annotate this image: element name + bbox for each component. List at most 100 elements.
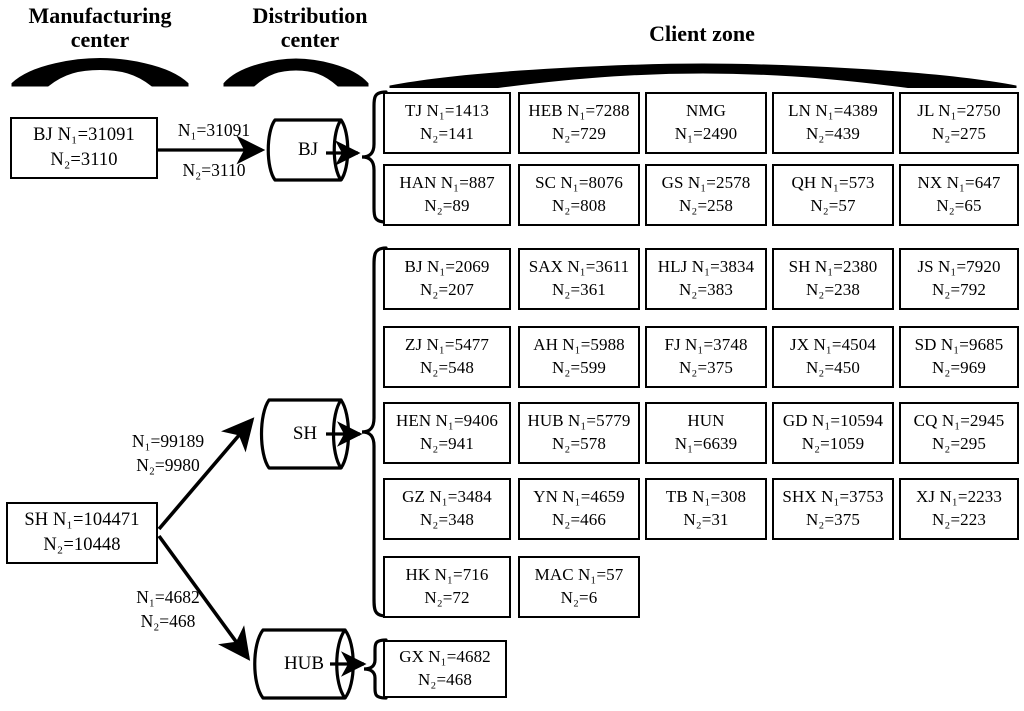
header-manufacturing-line1: Manufacturing — [28, 3, 172, 28]
client-box-qh[interactable]: QH N₁=573 N₂=57 — [772, 164, 894, 226]
client-box-heb[interactable]: HEB N₁=7288 N₂=729 — [518, 92, 640, 154]
client-box-sc[interactable]: SC N₁=8076 N₂=808 — [518, 164, 640, 226]
client-box-ah-line1: AH N₁=5988 — [533, 335, 625, 355]
client-brace-hub — [363, 638, 388, 700]
edge-label-bj-to-bj-n2: N₂=3110 — [182, 159, 246, 180]
client-box-gd-line1: GD N₁=10594 — [782, 411, 884, 431]
edge-label-sh-to-hub: N₁=4682 N₂=468 — [108, 586, 228, 633]
manufacturing-header-brace — [11, 57, 189, 87]
client-box-yn-line1: YN N₁=4659 — [533, 487, 625, 507]
manufacturing-box-bj[interactable]: BJ N₁=31091 N₂=3110 — [10, 117, 158, 179]
client-box-tb-line2: N₂=31 — [683, 510, 729, 529]
client-box-hen[interactable]: HEN N₁=9406 N₂=941 — [383, 402, 511, 464]
client-box-han[interactable]: HAN N₁=887 N₂=89 — [383, 164, 511, 226]
client-box-tj-line2: N₂=141 — [420, 124, 474, 143]
header-manufacturing-line2: center — [70, 27, 130, 53]
client-box-nx-line1: NX N₁=647 — [917, 173, 1001, 193]
client-box-ah[interactable]: AH N₁=5988 N₂=599 — [518, 326, 640, 388]
client-box-gx[interactable]: GX N₁=4682 N₂=468 — [383, 640, 507, 698]
client-box-sd[interactable]: SD N₁=9685 N₂=969 — [899, 326, 1019, 388]
client-box-fj-line2: N₂=375 — [679, 358, 733, 377]
client-box-fj-line1: FJ N₁=3748 — [664, 335, 748, 355]
client-box-nx[interactable]: NX N₁=647 N₂=65 — [899, 164, 1019, 226]
client-box-gs-line1: GS N₁=2578 — [661, 173, 751, 193]
client-box-hun[interactable]: HUN N₁=6639 — [645, 402, 767, 464]
header-client-zone-label: Client zone — [649, 21, 755, 46]
client-box-ln-line2: N₂=439 — [806, 124, 860, 143]
client-box-gx-line2: N₂=468 — [418, 670, 472, 689]
client-box-cq-line2: N₂=295 — [932, 434, 986, 453]
edge-label-bj-to-bj: N₁=31091 N₂=3110 — [158, 119, 270, 182]
client-box-gs[interactable]: GS N₁=2578 N₂=258 — [645, 164, 767, 226]
client-box-sax-line2: N₂=361 — [552, 280, 606, 299]
client-box-sax-line1: SAX N₁=3611 — [528, 257, 630, 277]
client-box-xj-line2: N₂=223 — [932, 510, 986, 529]
client-box-shx-line2: N₂=375 — [806, 510, 860, 529]
client-box-shx[interactable]: SHX N₁=3753 N₂=375 — [772, 478, 894, 540]
client-brace-sh — [361, 246, 388, 618]
client-box-js-line2: N₂=792 — [932, 280, 986, 299]
client-box-fj[interactable]: FJ N₁=3748 N₂=375 — [645, 326, 767, 388]
client-box-tb[interactable]: TB N₁=308 N₂=31 — [645, 478, 767, 540]
arrow-sh-to-dc-hub — [157, 534, 251, 661]
client-box-hlj[interactable]: HLJ N₁=3834 N₂=383 — [645, 248, 767, 310]
client-box-shx-line1: SHX N₁=3753 — [782, 487, 884, 507]
edge-label-sh-to-hub-n1: N₁=4682 — [136, 587, 200, 607]
client-box-gd[interactable]: GD N₁=10594 N₂=1059 — [772, 402, 894, 464]
client-box-hun-line1: HUN — [687, 411, 725, 431]
client-box-nmg[interactable]: NMG N₁=2490 — [645, 92, 767, 154]
edge-label-sh-to-sh-n2: N₂=9980 — [136, 454, 200, 475]
client-box-nmg-line2: N₁=2490 — [674, 124, 738, 143]
manufacturing-box-sh[interactable]: SH N₁=104471 N₂=10448 — [6, 502, 158, 564]
header-distribution-line2: center — [280, 27, 340, 53]
client-box-tb-line1: TB N₁=308 — [665, 487, 747, 507]
client-box-cq[interactable]: CQ N₁=2945 N₂=295 — [899, 402, 1019, 464]
client-box-zj[interactable]: ZJ N₁=5477 N₂=548 — [383, 326, 511, 388]
client-box-gs-line2: N₂=258 — [679, 196, 733, 215]
client-box-ln[interactable]: LN N₁=4389 N₂=439 — [772, 92, 894, 154]
client-box-heb-line2: N₂=729 — [552, 124, 606, 143]
client-box-tj-line1: TJ N₁=1413 — [404, 101, 490, 121]
client-box-jx[interactable]: JX N₁=4504 N₂=450 — [772, 326, 894, 388]
client-box-hen-line1: HEN N₁=9406 — [395, 411, 499, 431]
client-box-qh-line2: N₂=57 — [810, 196, 856, 215]
client-box-nx-line2: N₂=65 — [936, 196, 982, 215]
client-box-han-line2: N₂=89 — [424, 196, 470, 215]
client-box-sc-line1: SC N₁=8076 — [535, 173, 623, 193]
manufacturing-bj-line1: BJ N₁=31091 — [33, 125, 135, 146]
client-box-gz-line2: N₂=348 — [420, 510, 474, 529]
client-box-xj[interactable]: XJ N₁=2233 N₂=223 — [899, 478, 1019, 540]
client-box-heb-line1: HEB N₁=7288 — [528, 101, 630, 121]
client-box-xj-line1: XJ N₁=2233 — [916, 487, 1002, 507]
client-box-yn[interactable]: YN N₁=4659 N₂=466 — [518, 478, 640, 540]
client-box-jl[interactable]: JL N₁=2750 N₂=275 — [899, 92, 1019, 154]
client-box-sh[interactable]: SH N₁=2380 N₂=238 — [772, 248, 894, 310]
header-manufacturing-center: Manufacturing center — [4, 3, 196, 53]
client-box-hub[interactable]: HUB N₁=5779 N₂=578 — [518, 402, 640, 464]
distribution-header-brace — [223, 58, 369, 87]
client-box-mac[interactable]: MAC N₁=57 N₂=6 — [518, 556, 640, 618]
client-box-js[interactable]: JS N₁=7920 N₂=792 — [899, 248, 1019, 310]
client-box-sh-bj-line1: BJ N₁=2069 — [404, 257, 490, 277]
client-box-sh-bj[interactable]: BJ N₁=2069 N₂=207 — [383, 248, 511, 310]
arrow-dc-hub-to-clients — [330, 651, 367, 677]
client-box-qh-line1: QH N₁=573 — [791, 173, 875, 193]
client-zone-header-brace — [389, 63, 1017, 88]
client-brace-bj — [361, 90, 388, 224]
client-box-sc-line2: N₂=808 — [552, 196, 606, 215]
edge-label-sh-to-sh: N₁=99189 N₂=9980 — [108, 430, 228, 477]
edge-label-sh-to-sh-n1: N₁=99189 — [131, 431, 205, 451]
client-box-hub-line2: N₂=578 — [552, 434, 606, 453]
client-box-hk[interactable]: HK N₁=716 N₂=72 — [383, 556, 511, 618]
client-box-jx-line2: N₂=450 — [806, 358, 860, 377]
client-box-sax[interactable]: SAX N₁=3611 N₂=361 — [518, 248, 640, 310]
client-box-sh-line1: SH N₁=2380 — [788, 257, 878, 277]
manufacturing-sh-line2: N₂=10448 — [43, 535, 121, 555]
client-box-nmg-line1: NMG — [686, 101, 726, 121]
client-box-sd-line1: SD N₁=9685 — [914, 335, 1004, 355]
client-box-gz[interactable]: GZ N₁=3484 N₂=348 — [383, 478, 511, 540]
client-box-hlj-line2: N₂=383 — [679, 280, 733, 299]
client-box-hk-line2: N₂=72 — [424, 588, 470, 607]
client-box-tj[interactable]: TJ N₁=1413 N₂=141 — [383, 92, 511, 154]
arrow-dc-bj-to-clients — [326, 140, 361, 166]
